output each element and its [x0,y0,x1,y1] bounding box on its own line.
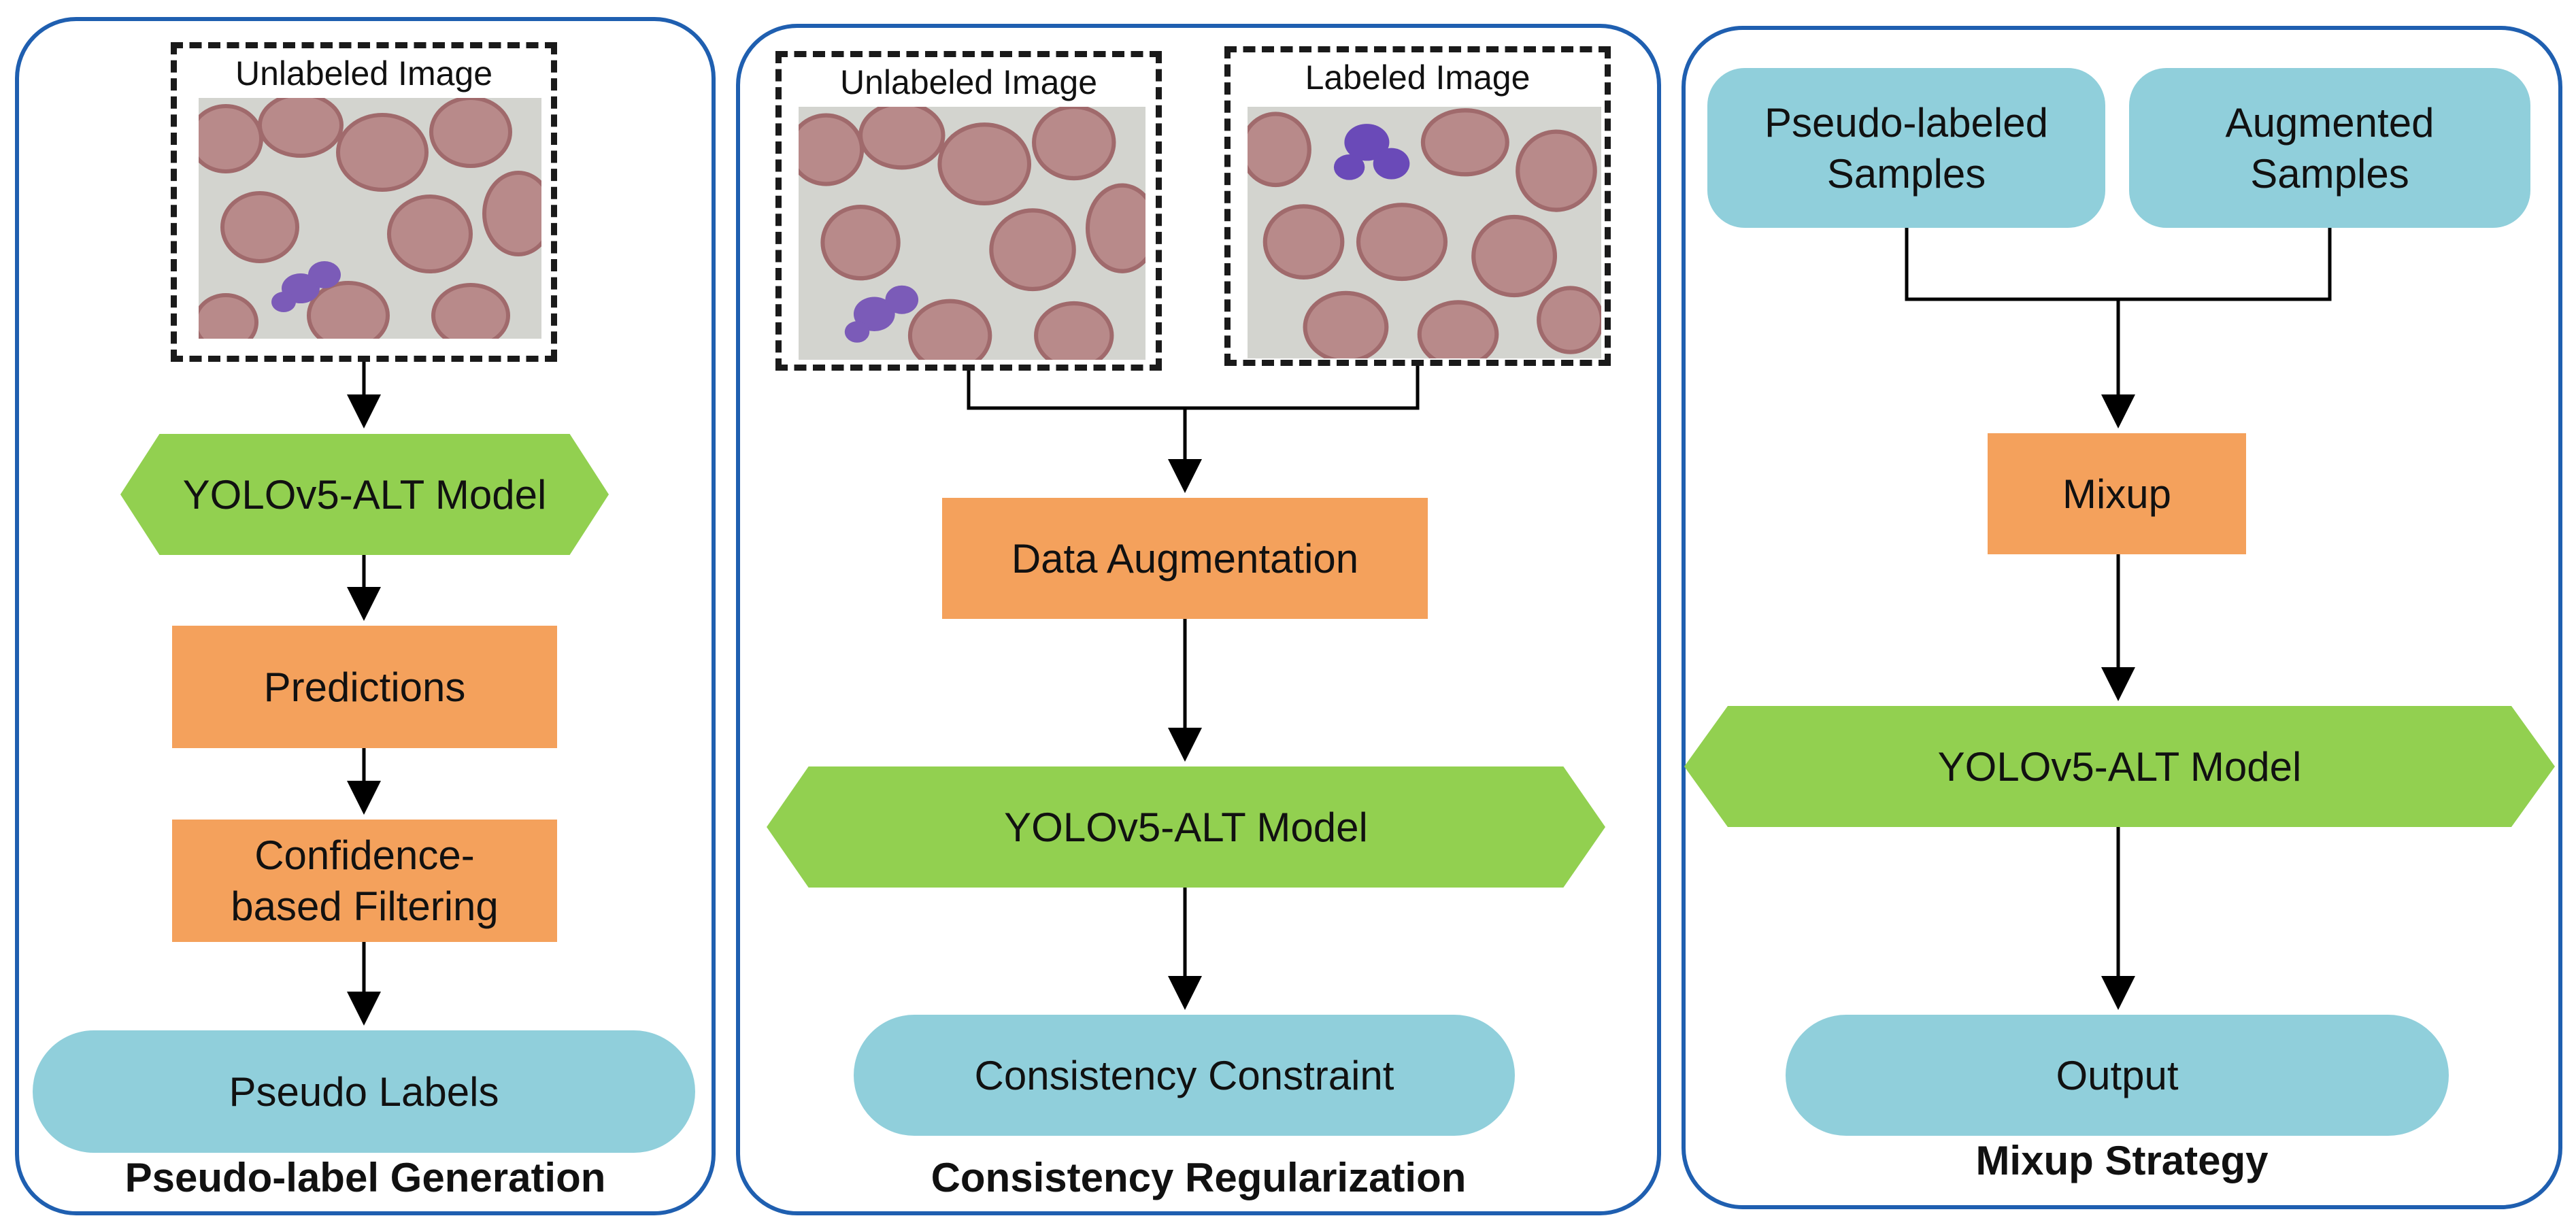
unlabeled-image-frame-2: Unlabeled Image [775,51,1162,371]
unlabeled-image-caption-2: Unlabeled Image [839,63,1098,101]
consistency-panel-title: Consistency Regularization [931,1155,1467,1200]
pseudo-labeled-samples-node: Pseudo-labeled Samples [1707,68,2105,228]
confidence-filtering-node: Confidence- based Filtering [172,820,557,942]
yolov5-alt-model-node-2: YOLOv5-ALT Model [767,766,1605,888]
blood-smear-image [199,98,541,339]
mixup-panel-title: Mixup Strategy [1975,1138,2269,1183]
mixup-node: Mixup [1988,433,2246,554]
consistency-constraint-node: Consistency Constraint [854,1015,1515,1136]
unlabeled-image-frame: Unlabeled Image [171,42,557,362]
blood-smear-image-unlabeled [799,107,1145,360]
pseudo-label-panel-title: Pseudo-label Generation [124,1155,606,1200]
labeled-image-frame: Labeled Image [1224,46,1611,366]
output-node: Output [1786,1015,2449,1136]
labeled-image-caption: Labeled Image [1305,58,1530,97]
predictions-node: Predictions [172,626,557,748]
data-augmentation-node: Data Augmentation [942,498,1428,619]
yolov5-alt-model-node: YOLOv5-ALT Model [120,434,609,555]
yolov5-alt-model-node-3: YOLOv5-ALT Model [1684,706,2555,827]
blood-smear-image-labeled [1248,107,1601,358]
unlabeled-image-caption: Unlabeled Image [235,54,493,92]
pseudo-labels-node: Pseudo Labels [33,1030,695,1153]
augmented-samples-node: Augmented Samples [2129,68,2530,228]
